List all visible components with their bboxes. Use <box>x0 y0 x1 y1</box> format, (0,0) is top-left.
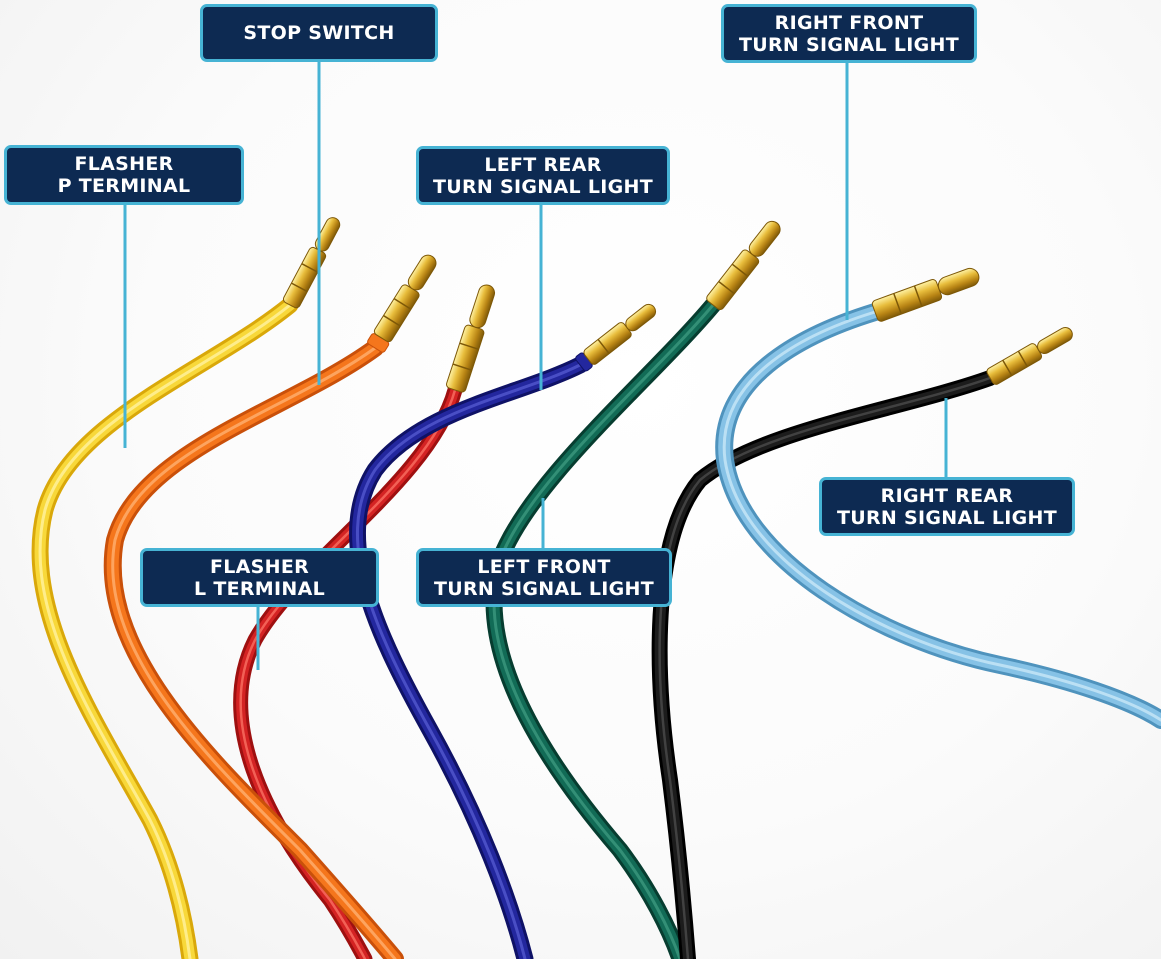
label-stop-switch: STOP SWITCH <box>200 4 438 62</box>
connector-green <box>706 220 781 311</box>
wire-orange <box>103 339 404 959</box>
label-flasher-p-line2: P TERMINAL <box>57 175 191 197</box>
label-right-rear-line2: TURN SIGNAL LIGHT <box>837 506 1057 529</box>
label-right-front-turn-signal: RIGHT FRONT TURN SIGNAL LIGHT <box>721 4 977 63</box>
label-right-rear-turn-signal: RIGHT REAR TURN SIGNAL LIGHT <box>819 477 1075 536</box>
connector-light-blue <box>871 267 980 322</box>
wire-blue <box>348 356 589 959</box>
wire-yellow <box>31 296 299 959</box>
label-stop-switch-text: STOP SWITCH <box>243 22 395 44</box>
connector-red <box>446 284 496 393</box>
label-left-rear-line1: LEFT REAR <box>484 153 602 176</box>
label-left-front-turn-signal: LEFT FRONT TURN SIGNAL LIGHT <box>416 548 672 607</box>
label-flasher-l-terminal: FLASHER L TERMINAL <box>140 548 379 607</box>
label-flasher-p-terminal: FLASHER P TERMINAL <box>4 145 244 205</box>
label-right-front-line1: RIGHT FRONT <box>774 11 924 34</box>
wire-light-blue <box>715 303 1161 729</box>
label-left-rear-line2: TURN SIGNAL LIGHT <box>433 175 653 198</box>
wire-green <box>485 296 722 959</box>
connector-black <box>986 327 1073 385</box>
label-flasher-l-line2: L TERMINAL <box>194 577 325 600</box>
wire-red <box>233 382 463 959</box>
connector-orange <box>367 254 437 353</box>
label-left-front-line1: LEFT FRONT <box>477 555 611 578</box>
label-flasher-p-line1: FLASHER <box>74 153 174 175</box>
label-left-rear-turn-signal: LEFT REAR TURN SIGNAL LIGHT <box>416 146 670 205</box>
connector-blue <box>575 303 657 372</box>
label-flasher-l-line1: FLASHER <box>209 555 310 578</box>
connector-yellow <box>282 217 341 309</box>
label-right-rear-line1: RIGHT REAR <box>880 484 1014 507</box>
wire-black <box>651 370 998 959</box>
label-right-front-line2: TURN SIGNAL LIGHT <box>739 33 959 56</box>
label-left-front-line2: TURN SIGNAL LIGHT <box>434 577 654 600</box>
